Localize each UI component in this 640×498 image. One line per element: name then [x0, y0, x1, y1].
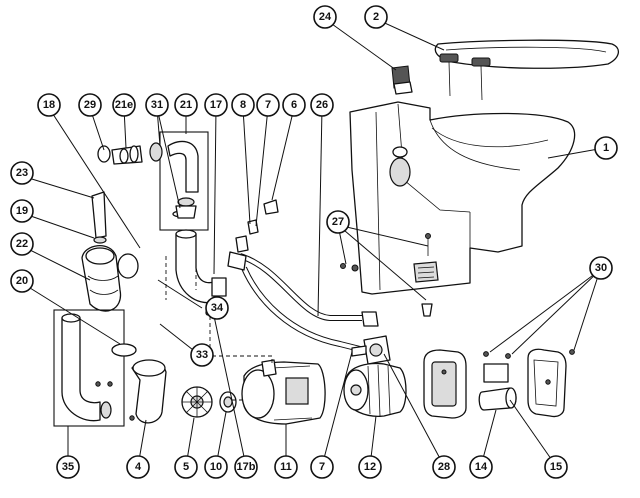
callout-30: 30 [589, 256, 613, 280]
callout-28: 28 [432, 455, 456, 479]
svg-text:10: 10 [210, 461, 222, 473]
svg-text:33: 33 [196, 349, 208, 361]
svg-text:15: 15 [550, 461, 562, 473]
svg-text:2: 2 [373, 11, 379, 23]
svg-text:28: 28 [438, 461, 450, 473]
motor-part-12 [343, 362, 407, 417]
svg-text:30: 30 [595, 262, 607, 274]
svg-text:8: 8 [240, 99, 246, 111]
svg-text:17b: 17b [237, 461, 256, 473]
control-box-part [423, 349, 467, 419]
svg-text:14: 14 [475, 461, 488, 473]
callout-26: 26 [310, 93, 334, 117]
callout-15: 15 [544, 455, 568, 479]
svg-text:26: 26 [316, 99, 328, 111]
callout-35: 35 [56, 455, 80, 479]
pipe-part-23 [91, 191, 107, 244]
callout-27: 27 [326, 210, 350, 234]
svg-text:23: 23 [16, 167, 28, 179]
callout-24: 24 [313, 5, 337, 29]
collector-part-22 [81, 245, 139, 312]
callout-21: 21 [174, 93, 198, 117]
callout-5: 5 [174, 455, 198, 479]
callout-33: 33 [190, 343, 214, 367]
callout-17: 17 [204, 93, 228, 117]
cover-part-15 [527, 348, 567, 418]
toilet-bowl-part [349, 101, 576, 295]
callout-19: 19 [10, 199, 34, 223]
callout-34: 34 [205, 296, 229, 320]
svg-text:21: 21 [180, 99, 192, 111]
svg-text:27: 27 [332, 216, 344, 228]
svg-text:31: 31 [151, 99, 163, 111]
svg-text:29: 29 [84, 99, 96, 111]
callout-12: 12 [358, 455, 382, 479]
callout-4: 4 [126, 455, 150, 479]
callout-14: 14 [469, 455, 493, 479]
svg-text:17: 17 [210, 99, 222, 111]
callout-17b: 17b [234, 455, 258, 479]
impeller-part-5 [181, 386, 213, 418]
elbow-part-4 [111, 343, 167, 424]
svg-text:4: 4 [135, 461, 142, 473]
seal-part-10 [219, 391, 237, 413]
elbow-part-35 [53, 309, 125, 427]
callout-18: 18 [37, 93, 61, 117]
svg-text:6: 6 [291, 99, 297, 111]
callout-1: 1 [594, 136, 618, 160]
svg-text:34: 34 [211, 302, 224, 314]
svg-text:19: 19 [16, 205, 28, 217]
callout-20: 20 [10, 269, 34, 293]
svg-text:18: 18 [43, 99, 55, 111]
callout-6: 6 [282, 93, 306, 117]
callout-22: 22 [10, 232, 34, 256]
svg-text:7: 7 [265, 99, 271, 111]
motor-part-11 [241, 359, 326, 425]
toilet-seat-part [434, 39, 619, 101]
svg-text:21e: 21e [115, 99, 133, 111]
valve-part-28 [351, 335, 391, 365]
svg-text:24: 24 [319, 11, 332, 23]
callout-21e: 21e [112, 93, 136, 117]
svg-text:11: 11 [280, 461, 292, 473]
elbow-part-21 [159, 131, 209, 231]
assembly-guide-lines [165, 256, 273, 401]
hose-part-26 [227, 251, 379, 353]
callout-29: 29 [78, 93, 102, 117]
callout-11: 11 [274, 455, 298, 479]
cap-part-24 [391, 65, 413, 95]
callout-2: 2 [364, 5, 388, 29]
callout-8: 8 [231, 93, 255, 117]
svg-text:1: 1 [603, 142, 609, 154]
svg-text:22: 22 [16, 238, 28, 250]
svg-text:12: 12 [364, 461, 376, 473]
callout-7-bottom: 7 [310, 455, 334, 479]
callout-10: 10 [204, 455, 228, 479]
svg-text:35: 35 [62, 461, 74, 473]
svg-text:5: 5 [183, 461, 189, 473]
fitting-part-21e [97, 142, 163, 165]
callout-31: 31 [145, 93, 169, 117]
small-fittings-6-7-8 [235, 199, 279, 253]
callout-7-top: 7 [256, 93, 280, 117]
capacitor-part-14 [478, 363, 517, 411]
callout-23: 23 [10, 161, 34, 185]
svg-text:20: 20 [16, 275, 28, 287]
svg-text:7: 7 [319, 461, 325, 473]
screw-part-30 [483, 349, 575, 359]
screw-part-27 [340, 233, 433, 317]
